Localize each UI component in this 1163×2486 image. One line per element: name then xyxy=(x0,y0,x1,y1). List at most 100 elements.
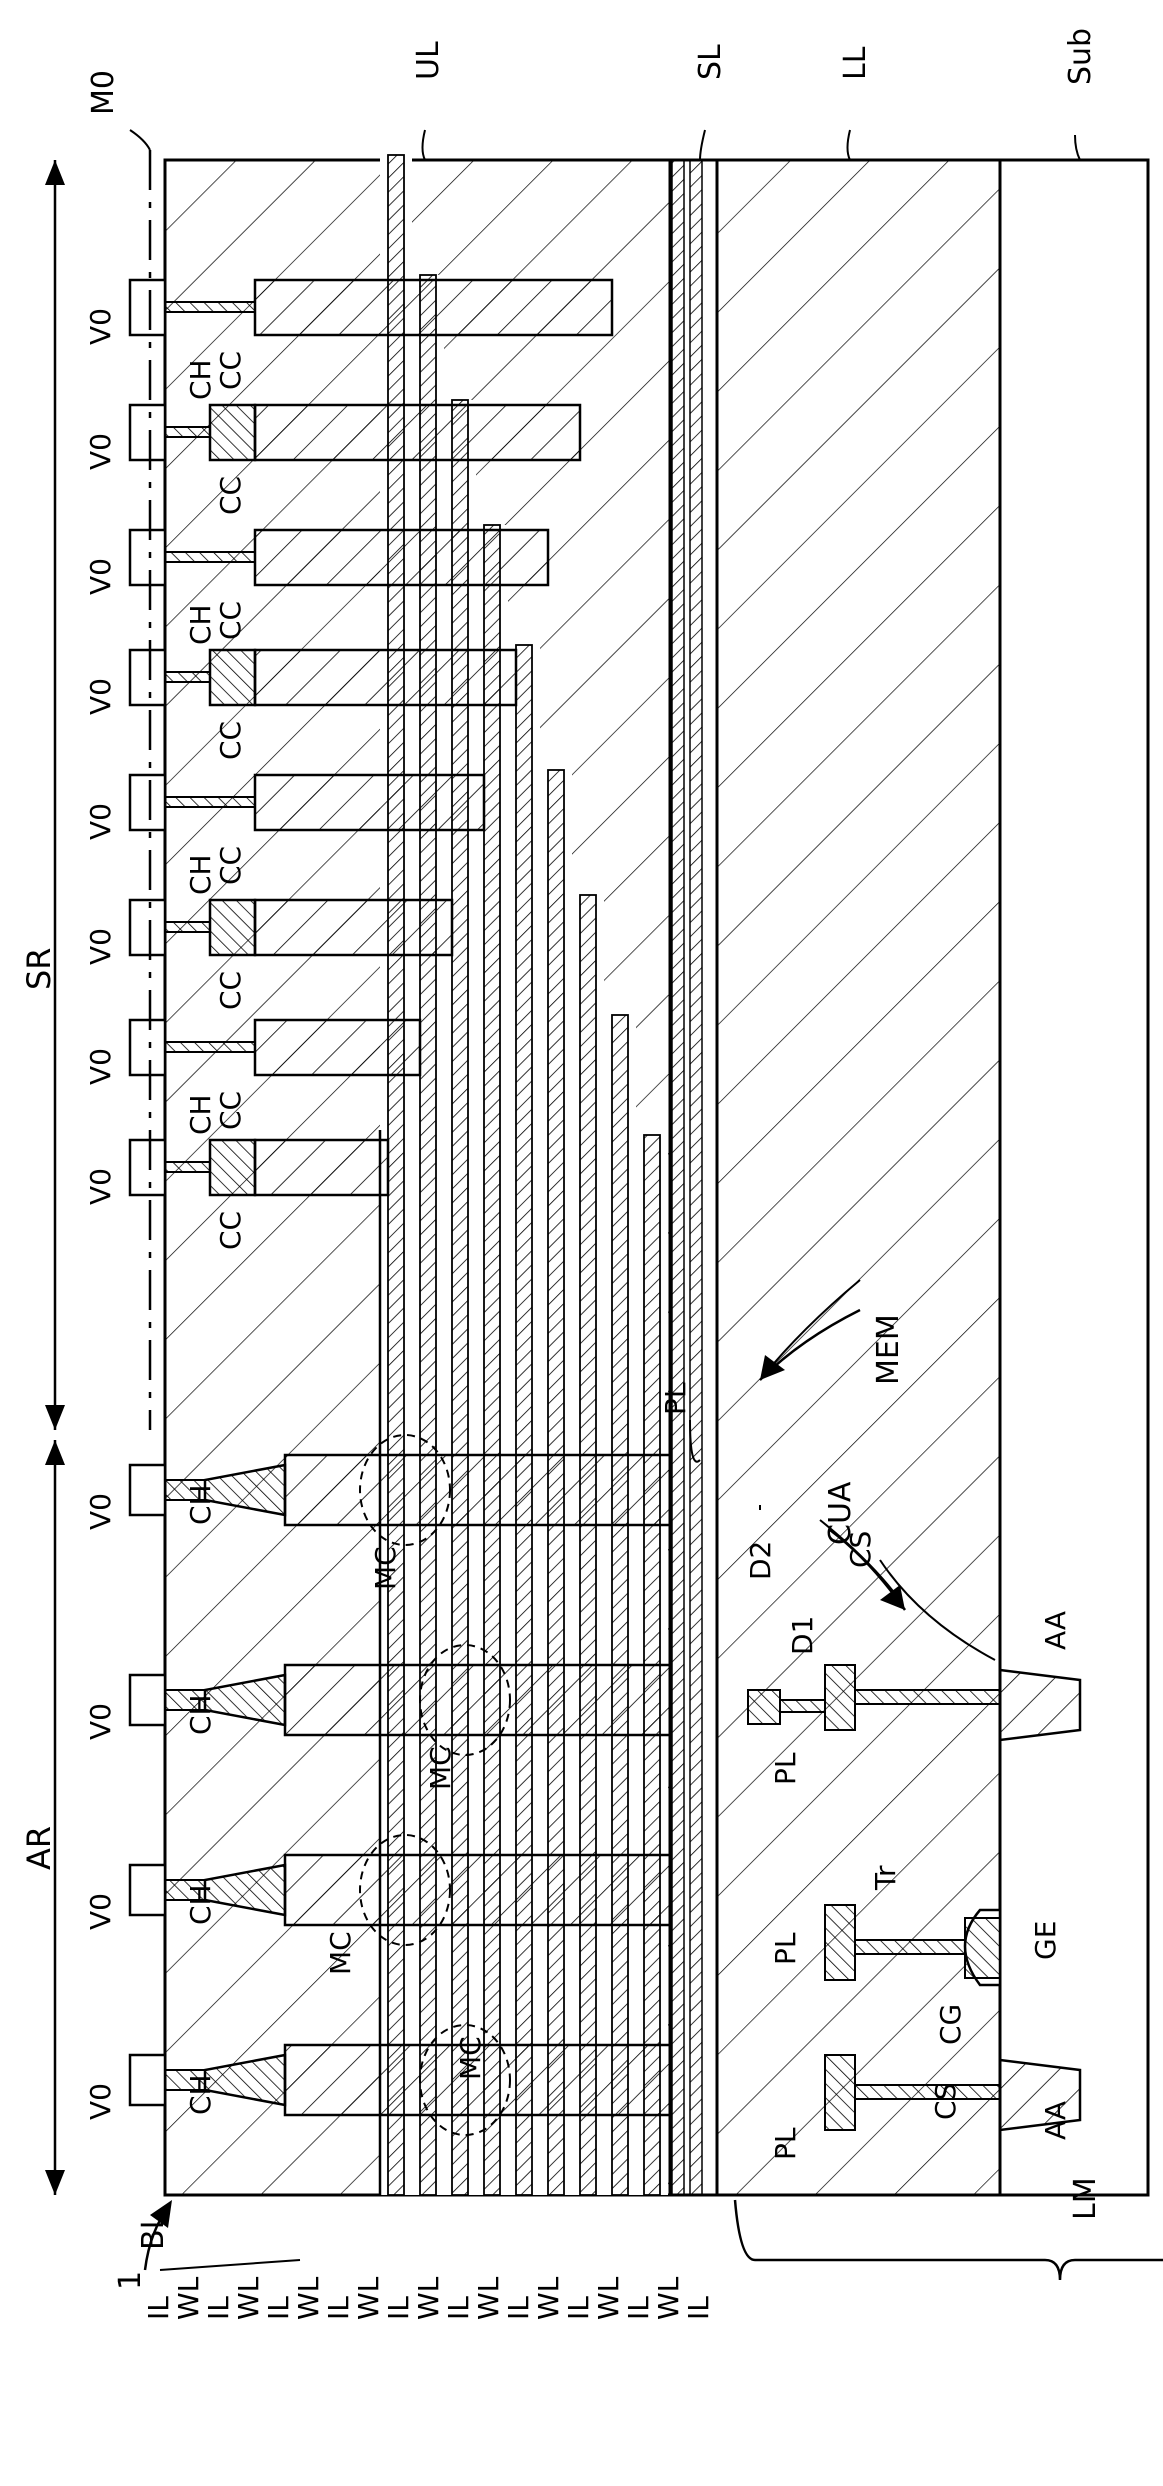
staircase-contacts xyxy=(128,278,614,1197)
label-pl-1: PL xyxy=(659,1382,692,1415)
bit-line-contact xyxy=(164,2069,206,2091)
bit-line-contact xyxy=(164,1879,206,1901)
label-pl-4: PL xyxy=(769,2127,802,2160)
pad-d2 xyxy=(747,1689,781,1725)
label-wl: WL xyxy=(532,2276,565,2320)
word-line-wl xyxy=(611,1014,629,2196)
label-v0: V0 xyxy=(84,558,117,595)
label-cc: CC xyxy=(214,846,247,885)
label-lm: LM xyxy=(1068,2177,1103,2220)
word-line-wl xyxy=(451,399,469,2196)
label-cc: CC xyxy=(214,971,247,1010)
label-wl: WL xyxy=(652,2276,685,2320)
label-wl: WL xyxy=(232,2276,265,2320)
label-ch: CH xyxy=(184,854,217,895)
contact-cc xyxy=(253,1018,422,1077)
word-line-wl xyxy=(483,524,501,2196)
label-ul: UL xyxy=(411,41,446,80)
label-cc: CC xyxy=(214,351,247,390)
via-v0-array xyxy=(128,1463,167,1517)
contact-ch xyxy=(208,898,257,957)
word-line-wl xyxy=(515,644,533,2196)
label-mc-2: MC xyxy=(424,1746,457,1790)
label-ar: AR xyxy=(20,1826,58,1870)
m0-pad xyxy=(128,1018,167,1077)
label-v0: V0 xyxy=(84,433,117,470)
m0-pad xyxy=(128,278,167,337)
contact-cc xyxy=(253,1138,390,1197)
memory-cell-mc xyxy=(359,1834,451,1946)
sl-layer-2 xyxy=(689,159,703,2196)
label-v0: V0 xyxy=(84,1048,117,1085)
label-m0: M0 xyxy=(86,70,121,115)
pad-d1-3 xyxy=(824,2054,856,2131)
label-cs-top: CS xyxy=(844,1531,877,1568)
label-v0: V0 xyxy=(84,1703,117,1740)
label-ch: CH xyxy=(184,604,217,645)
m0-pad xyxy=(128,528,167,587)
via-v0 xyxy=(164,426,211,438)
label-ch: CH xyxy=(184,1094,217,1135)
via-v0-array xyxy=(128,1673,167,1727)
contact-cc xyxy=(253,528,550,587)
memory-pillars xyxy=(128,1434,672,2136)
via-v0 xyxy=(164,1161,211,1173)
label-wl: WL xyxy=(472,2276,505,2320)
label-sr: SR xyxy=(20,947,58,990)
memory-cell-mc xyxy=(419,1644,511,1756)
label-il: IL xyxy=(382,2296,415,2320)
m0-pad xyxy=(128,773,167,832)
label-mc-4: MC xyxy=(454,2036,487,2080)
label-ch: CH xyxy=(184,1884,217,1925)
label-mc-1: MC xyxy=(369,1546,402,1590)
via-v0-array xyxy=(128,2053,167,2107)
label-cc: CC xyxy=(214,476,247,515)
via-v0 xyxy=(164,796,256,808)
contact-ch xyxy=(208,1138,257,1197)
contact-cs-1 xyxy=(854,1689,1001,1705)
label-wl: WL xyxy=(172,2276,205,2320)
label-il: IL xyxy=(322,2296,355,2320)
via-v0 xyxy=(164,1041,256,1053)
label-il: IL xyxy=(442,2296,475,2320)
via-v0 xyxy=(164,301,256,313)
label-v0: V0 xyxy=(84,1168,117,1205)
label-aa-1: AA xyxy=(1039,1611,1072,1650)
label-wl: WL xyxy=(412,2276,445,2320)
label-pl-3: PL xyxy=(769,1932,802,1965)
via-v0 xyxy=(164,551,256,563)
contact-cc xyxy=(253,898,454,957)
label-ch: CH xyxy=(184,1694,217,1735)
label-v0: V0 xyxy=(84,1893,117,1930)
via-v0 xyxy=(164,671,211,683)
m0-pad xyxy=(128,648,167,707)
label-sl: SL xyxy=(693,44,728,80)
label-il: IL xyxy=(682,2296,715,2320)
label-tr: Tr xyxy=(869,1865,902,1891)
word-line-wl xyxy=(579,894,597,2196)
sl-layer-1 xyxy=(671,159,685,2196)
m0-pad xyxy=(128,403,167,462)
label-d1: D1 xyxy=(786,1616,819,1655)
memory-pillar xyxy=(283,1853,672,1927)
label-cc: CC xyxy=(214,1211,247,1250)
label-v0: V0 xyxy=(84,1493,117,1530)
contact-cc xyxy=(253,648,518,707)
label-il: IL xyxy=(622,2296,655,2320)
active-area-aa-2 xyxy=(998,2058,1082,2132)
lm-bracket xyxy=(733,2199,1163,2281)
m0-pad xyxy=(128,898,167,957)
cmos-under-array xyxy=(747,1664,1082,2132)
label-ch: CH xyxy=(184,359,217,400)
label-cc: CC xyxy=(214,721,247,760)
label-wl: WL xyxy=(292,2276,325,2320)
via-v0-array xyxy=(128,1863,167,1917)
substrate-sub xyxy=(998,158,1150,2197)
label-wl: WL xyxy=(352,2276,385,2320)
memory-pillar xyxy=(283,1453,672,1527)
label-ch: CH xyxy=(184,2074,217,2115)
pad-d1-1 xyxy=(824,1664,856,1731)
contact-cc xyxy=(253,773,486,832)
label-v0: V0 xyxy=(84,2083,117,2120)
region-arrows xyxy=(45,160,65,2195)
